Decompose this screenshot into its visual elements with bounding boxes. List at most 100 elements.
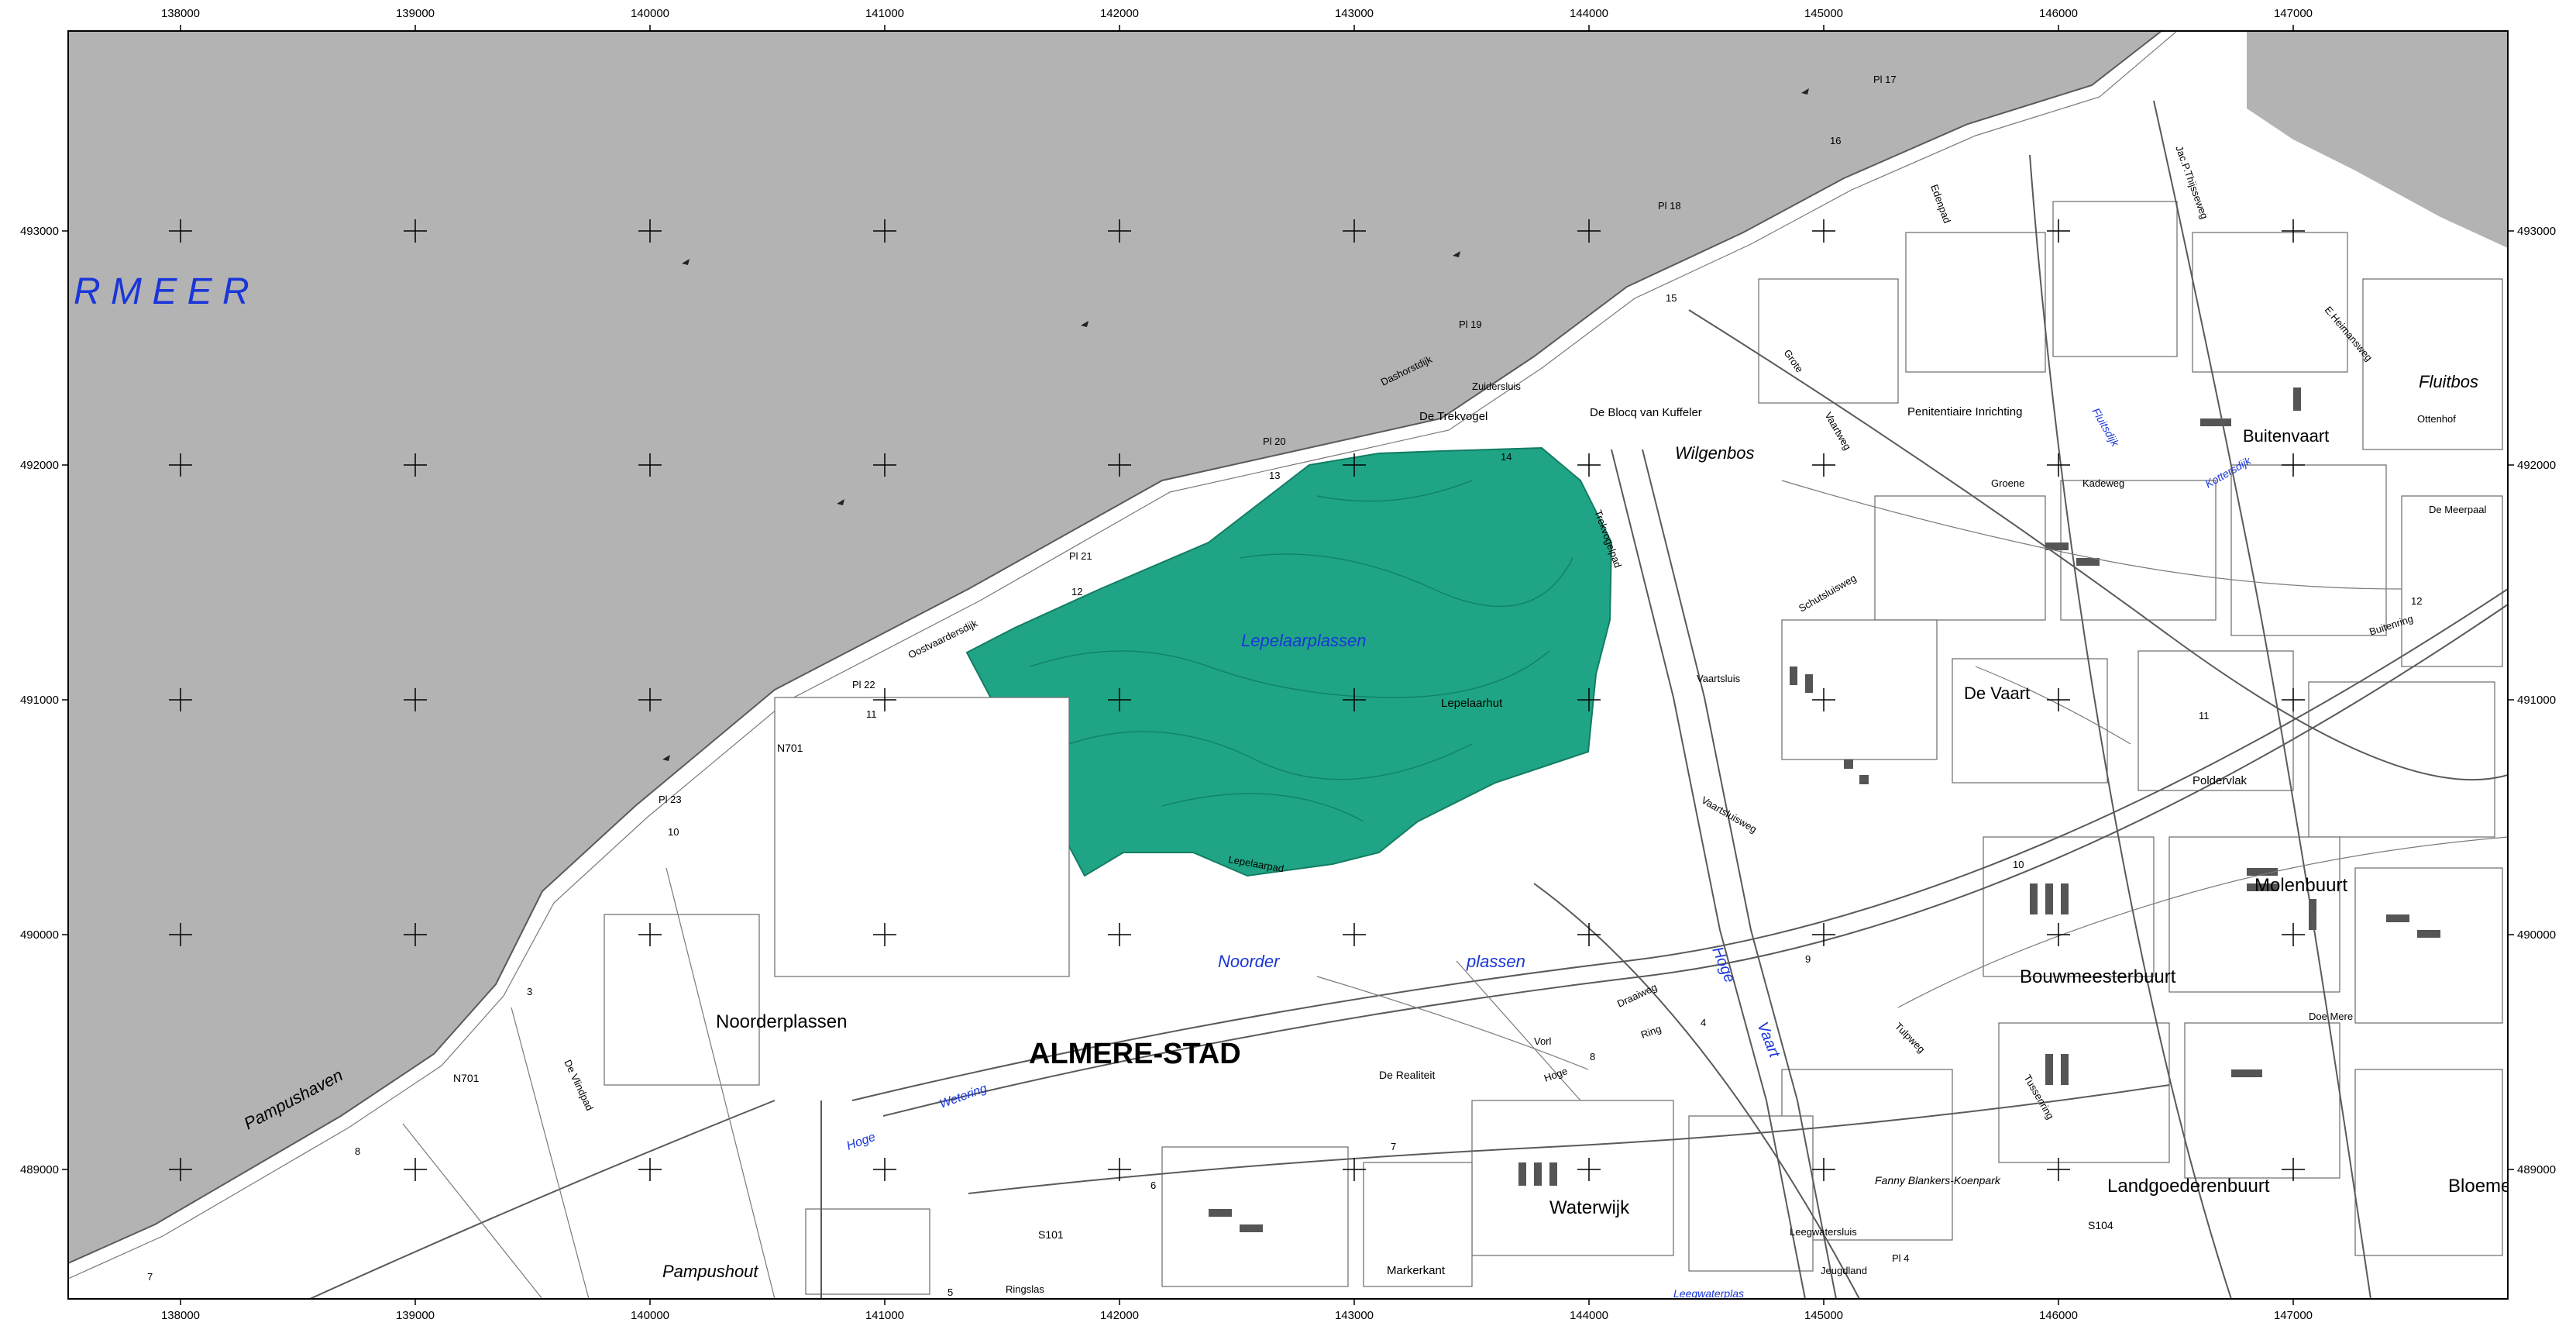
- east-water: [2247, 31, 2508, 248]
- noorderplassen-label: Noorderplassen: [716, 1011, 847, 1032]
- marker-11b: 11: [2199, 710, 2210, 722]
- polderviak-label: Poldervlak: [2193, 774, 2248, 787]
- marker-12: 12: [1071, 586, 1082, 598]
- y-tick-right: 492000: [2517, 459, 2556, 472]
- marker-3: 3: [527, 986, 532, 997]
- marker-10: 10: [668, 826, 679, 838]
- urban-grid: [604, 201, 2503, 1295]
- x-tick-bottom: 139000: [396, 1309, 435, 1322]
- x-tick-top: 138000: [161, 7, 200, 20]
- marker-pl4: Pl 4: [1892, 1252, 1909, 1264]
- marker-pl18: Pl 18: [1658, 200, 1681, 212]
- y-tick-left: 492000: [20, 459, 59, 472]
- marker-15: 15: [1666, 292, 1677, 304]
- de-trekvogel-label: De Trekvogel: [1419, 410, 1487, 423]
- x-axis-bottom: 138000 139000 140000 141000 142000 14300…: [161, 1309, 2313, 1322]
- marker-pl20: Pl 20: [1263, 436, 1286, 447]
- wilgenbos-label: Wilgenbos: [1675, 443, 1755, 463]
- x-tick-top: 140000: [631, 7, 669, 20]
- waterwijk-label: Waterwijk: [1549, 1197, 1630, 1218]
- plassen-label: plassen: [1466, 952, 1525, 971]
- x-tick-bottom: 146000: [2039, 1309, 2078, 1322]
- n701-label-b: N701: [453, 1072, 480, 1084]
- markerkant-label: Markerkant: [1387, 1264, 1446, 1277]
- lake-label: R M E E R: [74, 271, 249, 312]
- s104-label: S104: [2088, 1219, 2113, 1231]
- pampushout-label: Pampushout: [662, 1262, 758, 1281]
- x-tick-top: 144000: [1570, 7, 1608, 20]
- x-tick-top: 143000: [1335, 7, 1374, 20]
- marker-4: 4: [1701, 1017, 1706, 1028]
- shoreline: [68, 31, 2162, 1264]
- kadeweg-label: Kadeweg: [2082, 477, 2124, 489]
- marker-pl19: Pl 19: [1459, 319, 1482, 330]
- dike-line: [68, 31, 2178, 1280]
- buitenvaart-label: Buitenvaart: [2243, 426, 2329, 446]
- y-tick-right: 489000: [2517, 1163, 2556, 1176]
- axis-ticks: [62, 25, 2514, 1305]
- y-tick-right: 491000: [2517, 694, 2556, 707]
- de-blocq-label: De Blocq van Kuffeler: [1590, 406, 1702, 419]
- roads: [309, 100, 2508, 1299]
- marker-8b: 8: [355, 1145, 360, 1157]
- x-tick-bottom: 138000: [161, 1309, 200, 1322]
- y-axis-right: 493000 492000 491000 490000 489000: [2517, 225, 2556, 1176]
- marker-7b: 7: [147, 1271, 153, 1283]
- x-tick-top: 142000: [1100, 7, 1139, 20]
- grid-crosses: [169, 219, 2305, 1181]
- molenbuurt-label: Molenbuurt: [2254, 875, 2347, 896]
- marker-pl17: Pl 17: [1873, 74, 1897, 85]
- lake-water: [68, 31, 2162, 1263]
- boat-markers: [662, 88, 1809, 761]
- leegwatersluis-label: Leegwatersluis: [1790, 1226, 1857, 1238]
- ringslas-label: Ringslas: [1006, 1283, 1044, 1295]
- bouwmeesterbuurt-label: Bouwmeesterbuurt: [2020, 966, 2176, 987]
- y-axis-left: 493000 492000 491000 490000 489000: [20, 225, 59, 1176]
- y-tick-left: 493000: [20, 225, 59, 238]
- leegwaterplas-label: Leegwaterplas: [1673, 1287, 1744, 1300]
- x-tick-bottom: 147000: [2274, 1309, 2313, 1322]
- lepelaarplassen-park: [965, 446, 1613, 877]
- marker-6: 6: [1150, 1180, 1156, 1191]
- marker-7: 7: [1391, 1141, 1396, 1152]
- landgoederenbuurt-label: Landgoederenbuurt: [2107, 1176, 2270, 1197]
- marker-pl23: Pl 23: [659, 794, 682, 805]
- x-tick-bottom: 142000: [1100, 1309, 1139, 1322]
- x-tick-bottom: 143000: [1335, 1309, 1374, 1322]
- marker-pl22: Pl 22: [852, 679, 875, 691]
- lepelaarhut-label: Lepelaarhut: [1441, 697, 1503, 710]
- penitentiaire-label: Penitentiaire Inrichting: [1907, 405, 2022, 418]
- x-tick-bottom: 140000: [631, 1309, 669, 1322]
- x-tick-top: 139000: [396, 7, 435, 20]
- vorl-label: Vorl: [1534, 1035, 1552, 1047]
- marker-10b: 10: [2013, 859, 2024, 870]
- y-tick-left: 491000: [20, 694, 59, 707]
- y-tick-left: 490000: [20, 928, 59, 942]
- x-tick-bottom: 141000: [865, 1309, 904, 1322]
- doe-mere-label: Doe Mere: [2309, 1011, 2353, 1022]
- de-meerpaal-label: De Meerpaal: [2429, 504, 2487, 515]
- x-tick-bottom: 144000: [1570, 1309, 1608, 1322]
- x-tick-top: 146000: [2039, 7, 2078, 20]
- marker-14: 14: [1501, 451, 1512, 463]
- jeugdland-label: Jeugdland: [1821, 1265, 1867, 1276]
- zuidersluis-label: Zuidersluis: [1472, 381, 1521, 392]
- marker-12b: 12: [2411, 595, 2422, 607]
- marker-9: 9: [1805, 953, 1811, 965]
- ottenhof-label: Ottenhof: [2417, 413, 2456, 425]
- x-tick-bottom: 145000: [1804, 1309, 1843, 1322]
- marker-5: 5: [948, 1286, 953, 1298]
- marker-8: 8: [1590, 1051, 1595, 1063]
- x-tick-top: 147000: [2274, 7, 2313, 20]
- fluitbos-label: Fluitbos: [2419, 372, 2478, 391]
- x-tick-top: 141000: [865, 7, 904, 20]
- x-axis-top: 138000 139000 140000 141000 142000 14300…: [161, 7, 2313, 20]
- fanny-label: Fanny Blankers-Koenpark: [1875, 1174, 2001, 1187]
- s101-label: S101: [1038, 1228, 1064, 1241]
- park-inner-contours: [1030, 480, 1573, 822]
- y-tick-right: 493000: [2517, 225, 2556, 238]
- marker-pl21: Pl 21: [1069, 550, 1092, 562]
- bloeme-label: Bloeme: [2448, 1176, 2511, 1197]
- noorder-label: Noorder: [1218, 952, 1281, 971]
